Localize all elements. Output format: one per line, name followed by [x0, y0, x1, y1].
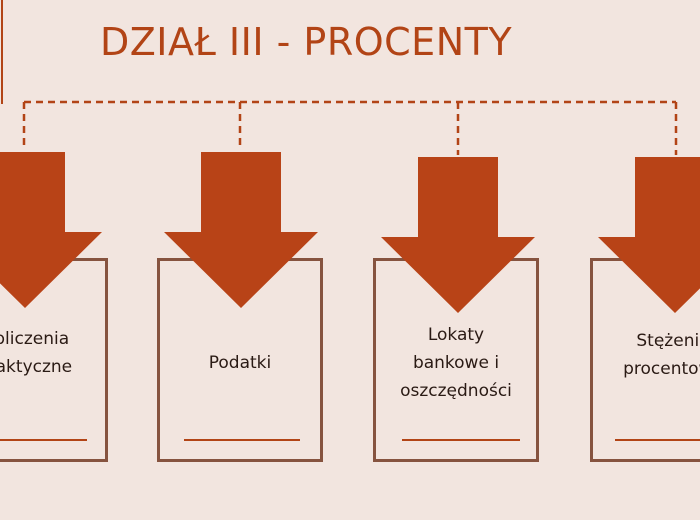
card-underline — [184, 439, 300, 441]
card-label: Lokaty bankowe i oszczędności — [400, 325, 512, 401]
card-label: Podatki — [208, 353, 272, 373]
card-label: Stężenia procentowe — [623, 331, 700, 379]
page-title: DZIAŁ III - PROCENTY — [100, 20, 513, 64]
down-arrow-icon — [381, 157, 535, 313]
card-stezenia: Stężenia procentowe — [590, 258, 700, 462]
down-arrow-icon — [164, 152, 318, 308]
card-label: Obliczenia praktyczne — [0, 329, 73, 377]
down-arrow-icon — [0, 152, 102, 308]
card-underline — [0, 439, 87, 441]
card-underline — [402, 439, 520, 441]
down-arrow-icon — [598, 157, 700, 313]
card-underline — [615, 439, 700, 441]
